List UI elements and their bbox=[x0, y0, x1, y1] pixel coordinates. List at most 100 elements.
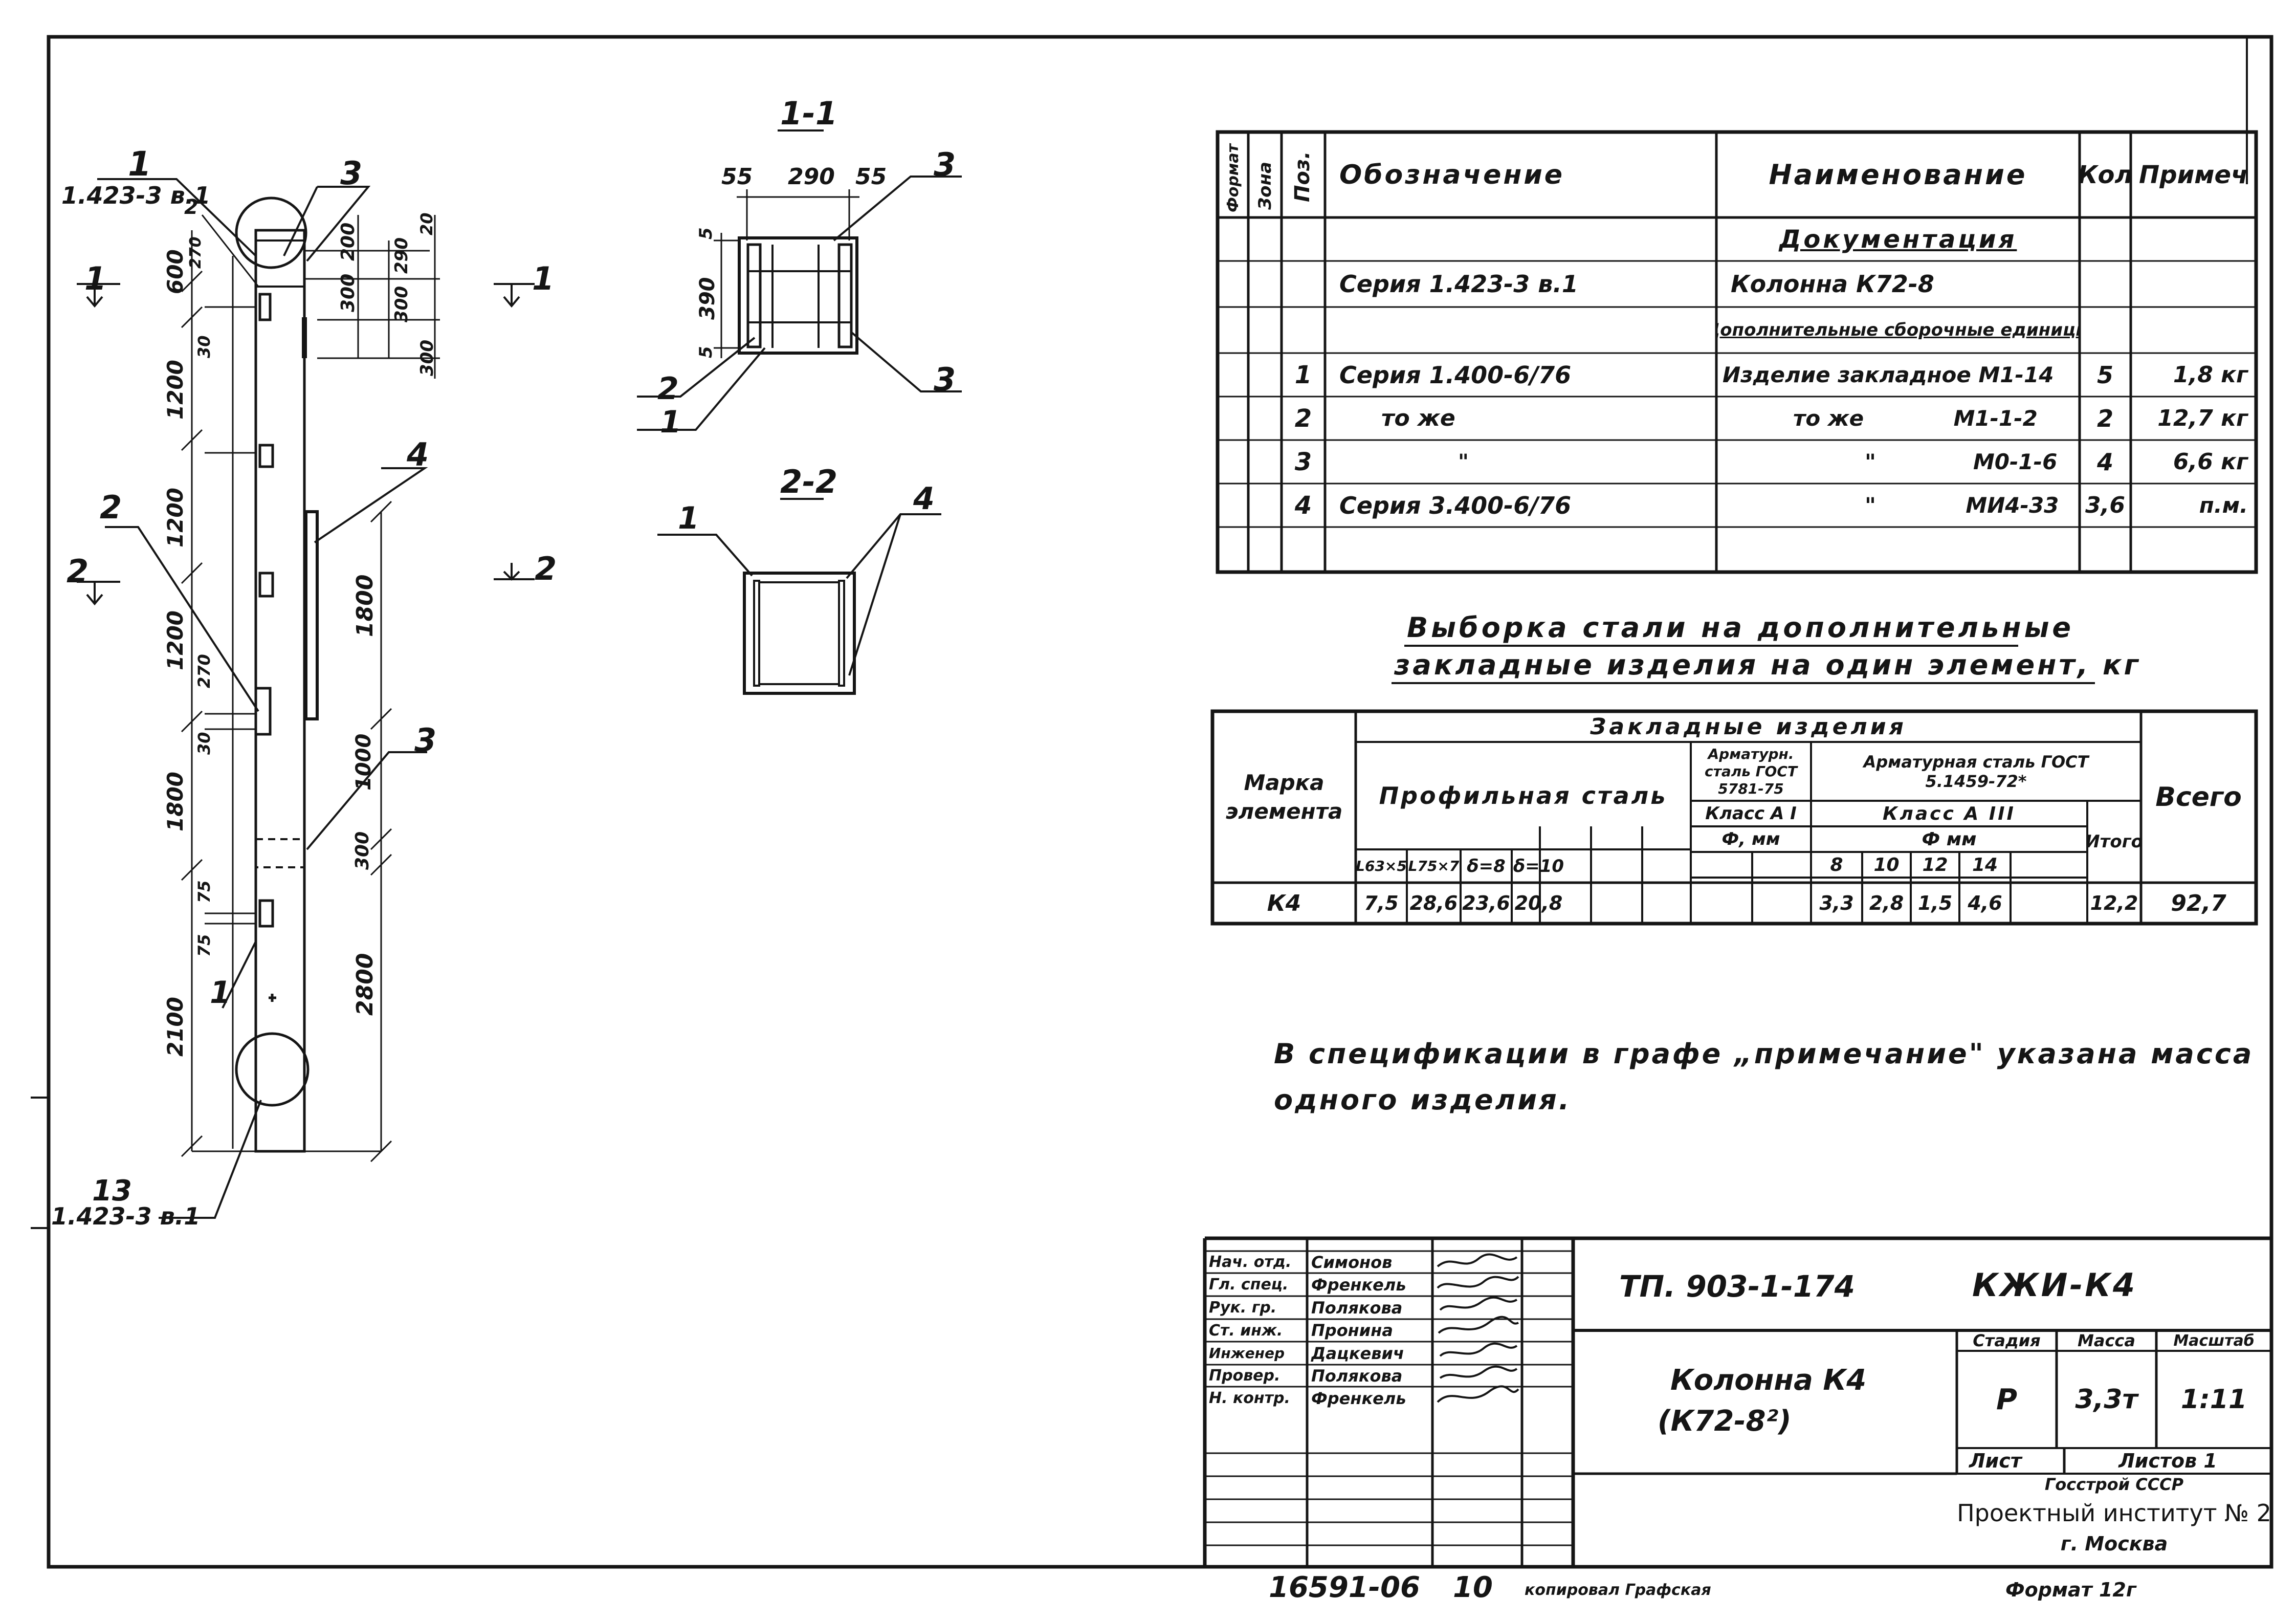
sig-role-6: Провер. bbox=[1209, 1367, 1281, 1385]
callout-1-bottom: 1 bbox=[210, 975, 231, 1011]
steel-row-phi14: 4,6 bbox=[1968, 892, 2002, 914]
spec-row2-note: 1,8 кг bbox=[2173, 362, 2248, 388]
callout-2-mid: 2 bbox=[100, 489, 122, 526]
steel-table-title-2: закладные изделия на один элемент, кг bbox=[1394, 649, 2141, 681]
sig-name-3: Полякова bbox=[1311, 1298, 1403, 1318]
sig-role-5: Инженер bbox=[1209, 1345, 1285, 1362]
s11-callout-3-bottom: 3 bbox=[934, 361, 956, 398]
dim-300-b: 300 bbox=[391, 286, 412, 322]
s22-callout-1: 1 bbox=[678, 500, 699, 536]
spec-row3-qty: 2 bbox=[2096, 404, 2113, 432]
sheet-frame bbox=[47, 35, 2273, 1569]
steel-h-total: Всего bbox=[2155, 781, 2242, 813]
spec-header-format: Формат bbox=[1224, 144, 1242, 212]
footer-copied: копировал Графская bbox=[1525, 1581, 1711, 1599]
title-block-grid bbox=[1203, 1236, 2271, 1567]
dim-300-c: 300 bbox=[417, 340, 437, 376]
steel-h-phi1: Ф, мм bbox=[1721, 829, 1780, 849]
steel-h-itogo: Итого bbox=[2087, 831, 2141, 852]
section-1-1-title: 1-1 bbox=[780, 95, 838, 132]
note-line-2: одного изделия. bbox=[1274, 1084, 1572, 1116]
steel-row-itogo: 12,2 bbox=[2090, 892, 2138, 914]
drawing-name-line-1: Колонна К4 bbox=[1670, 1364, 1867, 1397]
sig-role-7: Н. контр. bbox=[1209, 1389, 1290, 1407]
spec-row4-designation: " bbox=[1458, 450, 1469, 474]
callout-13-ref: 1.423-3 в.1 bbox=[51, 1202, 201, 1230]
callout-3-mid: 3 bbox=[414, 721, 437, 759]
mass-value: 3,3т bbox=[2075, 1384, 2138, 1415]
steel-row-l75: 28,6 bbox=[1409, 892, 1458, 914]
dim-270-a: 270 bbox=[187, 236, 205, 269]
steel-col-l75: L75×7 bbox=[1408, 858, 1460, 874]
callout-3-top: 3 bbox=[340, 155, 363, 192]
dim-1800-right: 1800 bbox=[352, 574, 378, 637]
steel-table-grid bbox=[1210, 709, 2258, 926]
footer-format: Формат 12г bbox=[2005, 1579, 2136, 1601]
dim-1200-a: 1200 bbox=[163, 360, 188, 420]
spec-section-assemblies: Дополнительные сборочные единицы bbox=[1716, 320, 2080, 340]
steel-row-mark: К4 bbox=[1267, 890, 1301, 916]
spec-row3-note: 12,7 кг bbox=[2157, 405, 2248, 431]
callout-4: 4 bbox=[407, 436, 429, 473]
org-line-2: Проектный институт № 2 bbox=[1957, 1499, 2271, 1527]
callout-1-ref: 1.423-3 в.1 bbox=[61, 182, 211, 209]
steel-h-profile: Профильная сталь bbox=[1379, 782, 1668, 809]
spec-section-documentation: Документация bbox=[1779, 225, 2017, 254]
sig-role-2: Гл. спец. bbox=[1209, 1276, 1289, 1294]
dim-270-b: 270 bbox=[194, 654, 214, 688]
steel-col-l63: L63×5 bbox=[1356, 858, 1407, 874]
sig-name-2: Френкель bbox=[1311, 1275, 1406, 1295]
spec-row5-designation: Серия 3.400-6/76 bbox=[1339, 491, 1572, 519]
dim-1200-b: 1200 bbox=[163, 488, 188, 548]
spec-row5-note: п.м. bbox=[2199, 493, 2248, 518]
steel-h-class1: Класс А I bbox=[1705, 803, 1797, 824]
spec-row3-designation: то же bbox=[1381, 405, 1455, 431]
section-1-1 bbox=[637, 129, 962, 431]
sig-name-6: Полякова bbox=[1311, 1366, 1403, 1386]
steel-col-phi14: 14 bbox=[1972, 854, 1998, 875]
spec-row2-pos: 1 bbox=[1294, 360, 1312, 389]
org-line-1: Госстрой СССР bbox=[2044, 1475, 2184, 1494]
spec-row2-qty: 5 bbox=[2096, 361, 2113, 389]
spec-header-note: Примеч bbox=[2139, 160, 2248, 189]
dim-290: 290 bbox=[391, 237, 412, 274]
steel-h-phi2: Ф мм bbox=[1922, 828, 1977, 850]
spec-row3-name: то же М1-1-2 bbox=[1793, 406, 2038, 431]
spec-header-name: Наименование bbox=[1769, 159, 2027, 191]
callout-1-top: 1 bbox=[128, 144, 151, 184]
sig-name-5: Дацкевич bbox=[1311, 1343, 1404, 1363]
callout-13: 13 bbox=[92, 1174, 132, 1208]
dim-300-a: 300 bbox=[338, 273, 359, 312]
sig-role-1: Нач. отд. bbox=[1209, 1253, 1292, 1271]
dim-1800: 1800 bbox=[163, 772, 188, 831]
steel-row-total: 92,7 bbox=[2171, 890, 2226, 916]
dim-75-a: 75 bbox=[194, 880, 214, 903]
dim-55-right: 55 bbox=[855, 164, 887, 190]
dim-2100: 2100 bbox=[163, 997, 188, 1057]
dim-30-b: 30 bbox=[194, 732, 214, 755]
spec-header-qty: Кол bbox=[2080, 160, 2131, 189]
dim-20: 20 bbox=[417, 212, 436, 235]
s11-callout-2: 2 bbox=[657, 371, 679, 407]
section-2-2-title: 2-2 bbox=[780, 463, 838, 500]
sheets-label: Листов 1 bbox=[2118, 1450, 2217, 1472]
sig-name-4: Пронина bbox=[1311, 1321, 1393, 1340]
spec-header-designation: Обозначение bbox=[1339, 159, 1565, 190]
s11-callout-3-top: 3 bbox=[934, 146, 956, 183]
sig-role-3: Рук. гр. bbox=[1209, 1299, 1277, 1317]
dim-75-b: 75 bbox=[194, 934, 214, 957]
scale-label: Масштаб bbox=[2173, 1331, 2255, 1350]
steel-col-phi12: 12 bbox=[1922, 854, 1948, 875]
spec-header-pos: Поз. bbox=[1291, 151, 1314, 202]
section-2-2 bbox=[657, 498, 941, 695]
project-number: ТП. 903-1-174 bbox=[1619, 1269, 1855, 1304]
sig-role-4: Ст. инж. bbox=[1209, 1321, 1283, 1340]
note-line-1: В спецификации в графе „примечание" указ… bbox=[1274, 1038, 2254, 1070]
dim-5-bottom: 5 bbox=[696, 346, 716, 358]
spec-row2-name: Изделие закладное М1-14 bbox=[1723, 362, 2054, 387]
steel-row-d10: 20,8 bbox=[1514, 892, 1563, 914]
spec-row4-pos: 3 bbox=[1294, 447, 1312, 476]
steel-h-embedded: Закладные изделия bbox=[1590, 713, 1907, 740]
steel-row-d8: 23,6 bbox=[1462, 892, 1510, 914]
steel-col-phi10: 10 bbox=[1873, 854, 1900, 875]
